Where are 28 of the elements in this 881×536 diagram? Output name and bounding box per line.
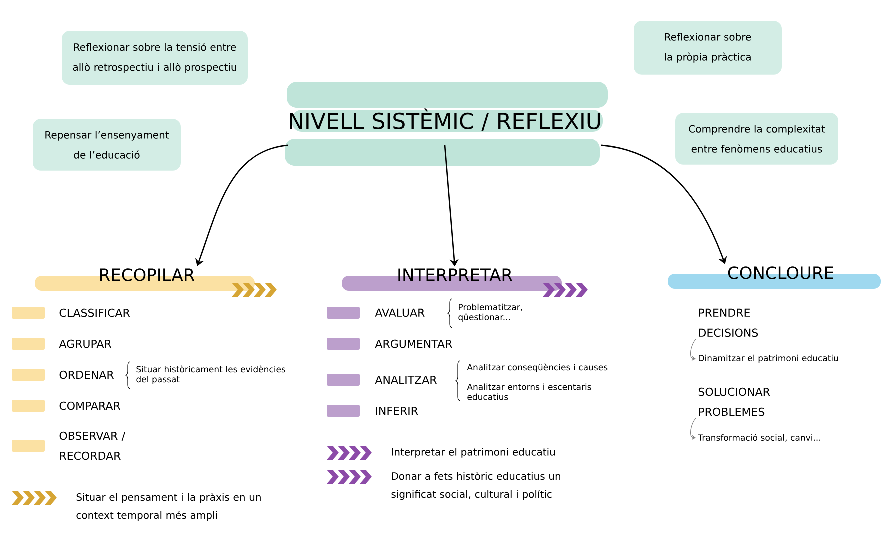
note-text: Problematitzar, qüestionar...: [458, 304, 522, 322]
bullet-text: Donar a fets històric educatius un significat social, cultural i polític: [392, 472, 560, 500]
section-heading: RECOPILAR: [100, 268, 195, 282]
skill-label: PRENDRE DECISIONS: [699, 308, 758, 338]
note-text: Transformació social, canvi...: [698, 434, 820, 442]
section-heading: INTERPRETAR: [398, 268, 513, 282]
skill-label: COMPARAR: [60, 402, 121, 410]
skill-label: ARGUMENTAR: [375, 340, 452, 348]
skill-label: INFERIR: [376, 407, 418, 416]
idea-box: Reflexionar sobre la tensió entre allò retrospectiu i allò prospectiu: [62, 30, 248, 86]
bullet-text: Situar el pensament i la pràxis en un context temporal més ampli: [76, 492, 261, 522]
skill-label: AGRUPAR: [59, 340, 112, 348]
skill-label: ANALITZAR: [375, 376, 437, 384]
section-heading: CONCLOURE: [728, 266, 834, 280]
note-text: Analitzar entorns i escentaris educatius: [467, 384, 592, 400]
skill-label: ORDENAR: [60, 370, 114, 380]
note-text: Analitzar conseqüències i causes: [467, 364, 608, 372]
idea-box: Reflexionar sobre la pròpia pràctica: [634, 21, 782, 75]
note-text: Dinamitzar el patrimoni educatiu: [699, 354, 838, 364]
idea-box: Repensar l’ensenyament de l’educació: [33, 119, 181, 171]
title-text: NIVELL SISTÈMIC / REFLEXIU: [290, 108, 600, 132]
skill-label: CLASSIFICAR: [60, 308, 130, 318]
bullet-text: Interpretar el patrimoni educatiu: [392, 448, 555, 458]
idea-box: Comprendre la complexitat entre fenòmens educatius: [676, 113, 838, 165]
skill-label: OBSERVAR / RECORDAR: [60, 432, 126, 460]
note-text: Situar històricament les evidències del passat: [136, 366, 286, 384]
skill-label: SOLUCIONAR PROBLEMES: [698, 388, 770, 416]
skill-label: AVALUAR: [375, 308, 425, 318]
